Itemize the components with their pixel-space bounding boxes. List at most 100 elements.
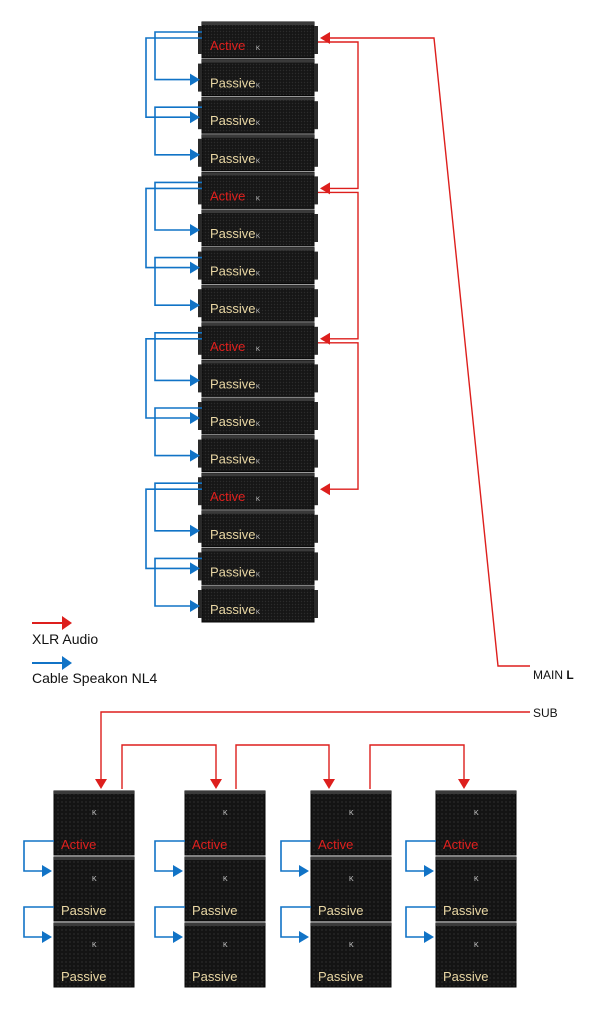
speakon-arrow [190, 600, 200, 612]
speakon-cable [23, 840, 54, 872]
module-label: Passive [210, 414, 256, 429]
cabling [42, 31, 530, 943]
speakon-cable [154, 840, 185, 872]
module-label: Passive [210, 602, 256, 617]
sub-label: Passive [318, 903, 364, 918]
brand-logo-icon: K [349, 876, 354, 883]
sub-label: Passive [318, 969, 364, 984]
brand-logo-icon: K [256, 309, 260, 315]
brand-logo-icon: K [92, 876, 97, 883]
sub-input-label: SUB [533, 706, 558, 720]
brand-logo-icon: K [256, 572, 260, 578]
module-label: Active [210, 489, 245, 504]
xlr-arrow [320, 483, 330, 496]
speakon-arrow [190, 224, 200, 236]
rigging-left [198, 402, 202, 430]
module-label: Passive [210, 527, 256, 542]
rigging-left [198, 326, 202, 355]
brand-logo-icon: K [256, 422, 260, 428]
speakon-cable [405, 906, 436, 938]
speakon-arrow [190, 261, 200, 274]
xlr-arrow [320, 32, 330, 44]
rigging-right [314, 289, 318, 318]
rigging-left [198, 590, 202, 618]
rigging-left [198, 514, 202, 543]
speakon-cable [280, 840, 311, 872]
speakon-cable [154, 407, 202, 457]
module-label: Active [210, 188, 245, 203]
xlr-arrow [320, 332, 330, 345]
speakon-arrow [190, 449, 200, 462]
xlr-arrow [458, 779, 470, 789]
rigging-right [314, 552, 318, 581]
xlr-link [369, 744, 465, 789]
module-label: Passive [210, 76, 256, 91]
legend-speakon-arrow [32, 656, 72, 670]
rigging-left [198, 289, 202, 318]
speakon-cable [145, 187, 202, 269]
speakon-arrow [190, 374, 200, 387]
speakon-cable [154, 906, 185, 938]
speakon-arrow [190, 73, 200, 86]
rigging-right [314, 402, 318, 430]
brand-logo-icon: K [223, 942, 228, 949]
speakon-cable [280, 906, 311, 938]
rigging-right [314, 514, 318, 543]
brand-logo-icon: K [256, 535, 260, 541]
speakon-cable [154, 31, 202, 81]
module-label: Passive [210, 564, 256, 579]
rigging-left [198, 138, 202, 167]
rigging-right [314, 326, 318, 355]
module-label: Passive [210, 301, 256, 316]
rigging-left [198, 364, 202, 393]
sub-label: Active [443, 837, 478, 852]
speakon-arrow [190, 562, 200, 575]
brand-logo-icon: K [223, 876, 228, 883]
brand-logo-icon: K [474, 810, 479, 817]
sub-label: Passive [61, 969, 107, 984]
brand-logo-icon: K [256, 610, 260, 616]
sub-label: Passive [443, 903, 489, 918]
rigging-right [314, 63, 318, 92]
brand-logo-icon: K [256, 384, 260, 390]
speakon-cable [405, 840, 436, 872]
brand-logo-icon: K [474, 942, 479, 949]
brand-logo-icon: K [349, 810, 354, 817]
brand-logo-icon: K [92, 810, 97, 817]
sub-label: Active [61, 837, 96, 852]
sub-label: Passive [192, 969, 238, 984]
sub-label: Passive [61, 903, 107, 918]
module-label: Passive [210, 113, 256, 128]
xlr-arrow [323, 779, 335, 789]
speakon-arrow [190, 524, 200, 537]
xlr-arrow [95, 779, 107, 789]
brand-logo-icon: K [256, 272, 260, 278]
xlr-main-feed [328, 37, 530, 667]
legend-speakon-label: Cable Speakon NL4 [32, 670, 158, 686]
module-label: Passive [210, 376, 256, 391]
speakon-arrow [173, 931, 183, 943]
speakon-cable [23, 906, 54, 938]
rigging-right [314, 251, 318, 280]
sub-cabinet: K Passive [310, 856, 392, 922]
xlr-link [318, 191, 359, 340]
brand-logo-icon: K [256, 159, 260, 165]
sub-cabinet: K Active [435, 790, 517, 856]
sub-label: Passive [443, 969, 489, 984]
speakon-arrow [190, 299, 200, 312]
speakon-cable [154, 106, 202, 156]
